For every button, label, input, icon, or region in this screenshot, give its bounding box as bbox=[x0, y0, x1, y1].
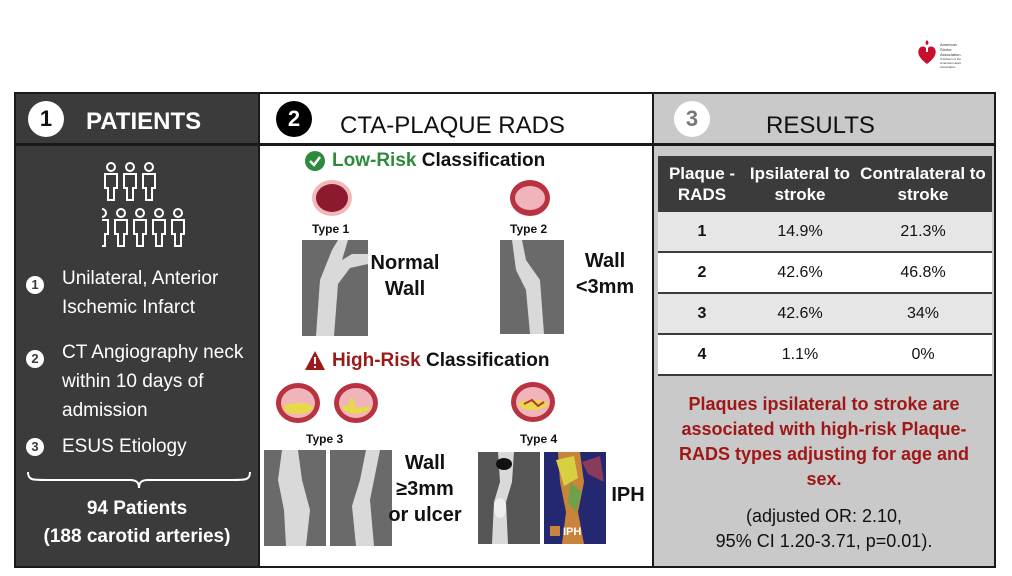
artery-scan bbox=[264, 450, 326, 546]
type3-vessel-icon bbox=[276, 383, 378, 423]
table-row: 4 1.1% 0% bbox=[658, 335, 992, 376]
low-risk-heading: Low-Risk Classification bbox=[305, 150, 546, 172]
contralateral-cell: 0% bbox=[911, 345, 935, 363]
warning-triangle-icon bbox=[305, 351, 325, 370]
table-row: 1 14.9% 21.3% bbox=[658, 212, 992, 253]
high-risk-heading: High-Risk Classification bbox=[305, 350, 550, 372]
table-row: 2 42.6% 46.8% bbox=[658, 253, 992, 294]
logo-line: Association. bbox=[940, 52, 962, 57]
classification-label: Classification bbox=[420, 350, 550, 371]
iph-legend-label: IPH bbox=[563, 526, 582, 538]
low-risk-label: Low-Risk bbox=[332, 150, 417, 171]
column-header: Ipsilateral to stroke bbox=[749, 164, 851, 204]
ipsilateral-cell: 42.6% bbox=[777, 263, 823, 281]
ipsilateral-cell: 42.6% bbox=[777, 304, 823, 322]
stats-line: 95% CI 1.20-3.71, p=0.01). bbox=[715, 531, 933, 551]
table-header-row: Plaque -RADS Ipsilateral to stroke Contr… bbox=[658, 156, 992, 212]
patients-header: 1 PATIENTS bbox=[16, 94, 258, 146]
total-patients: 94 Patients bbox=[86, 498, 188, 519]
type-description: Wall <3mm bbox=[575, 250, 635, 298]
aha-logo: American Stroke Association. A division … bbox=[916, 40, 976, 69]
plaque-rads-header: 2 CTA-PLAQUE RADS bbox=[260, 94, 652, 146]
column-header: Plaque -RADS bbox=[668, 164, 736, 204]
type4-mri-image: IPH bbox=[544, 452, 606, 544]
classification-label: Classification bbox=[416, 150, 546, 171]
criterion-text: ESUS Etiology bbox=[62, 436, 187, 457]
type-label: Type 3 bbox=[306, 432, 344, 446]
criterion-text: Unilateral, Anterior Ischemic Infarct bbox=[62, 268, 219, 318]
results-table: Plaque -RADS Ipsilateral to stroke Contr… bbox=[658, 156, 992, 376]
patients-panel: 1 PATIENTS 1 Unilateral, Anterior Ischem… bbox=[14, 92, 260, 568]
type3-cta-image-a bbox=[264, 450, 326, 546]
type3-cta-image-b bbox=[330, 450, 392, 546]
type-description: Wall ≥3mm or ulcer bbox=[388, 452, 462, 526]
criterion-text: CT Angiography neck within 10 days of ad… bbox=[62, 342, 244, 421]
plaque-rads-cell: 3 bbox=[697, 304, 707, 322]
logo-line: A division of the bbox=[940, 57, 962, 61]
table-row: 3 42.6% 34% bbox=[658, 294, 992, 335]
iph-color-swatch bbox=[550, 526, 560, 536]
step-number-badge: 3 bbox=[674, 101, 710, 137]
type-label: Type 4 bbox=[520, 432, 558, 446]
results-header: 3 RESULTS bbox=[654, 94, 994, 146]
plaque-rads-title: CTA-PLAQUE RADS bbox=[340, 112, 565, 139]
type2-cta-image bbox=[500, 240, 564, 334]
logo-line: American Heart Association bbox=[940, 61, 961, 69]
artery-scan bbox=[302, 240, 368, 336]
plaque-rads-cell: 1 bbox=[697, 222, 707, 240]
check-circle-icon bbox=[305, 151, 325, 171]
plaque-rads-cell: 4 bbox=[697, 345, 707, 363]
artery-scan bbox=[500, 240, 564, 334]
criterion-number: 3 bbox=[26, 438, 44, 456]
artery-scan bbox=[478, 452, 540, 544]
step-number-badge: 1 bbox=[28, 101, 64, 137]
curly-brace-icon bbox=[27, 471, 251, 489]
logo-line: American bbox=[940, 42, 957, 47]
type-description: IPH bbox=[611, 484, 645, 506]
criterion-number: 1 bbox=[26, 276, 44, 294]
logo-line: Stroke bbox=[940, 47, 952, 52]
type2-vessel-icon bbox=[510, 180, 550, 216]
contralateral-cell: 46.8% bbox=[900, 263, 946, 281]
type4-cta-image bbox=[478, 452, 540, 544]
column-header: Contralateral to stroke bbox=[860, 164, 986, 204]
ipsilateral-cell: 1.1% bbox=[781, 345, 819, 363]
results-title: RESULTS bbox=[766, 112, 875, 139]
contralateral-cell: 21.3% bbox=[900, 222, 946, 240]
type-description: Normal Wall bbox=[370, 252, 440, 300]
stats-line: (adjusted OR: 2.10, bbox=[745, 506, 903, 526]
results-panel: 3 RESULTS Plaque -RADS Ipsilateral to st… bbox=[652, 92, 996, 568]
type-label: Type 2 bbox=[510, 222, 548, 236]
plaque-rads-cell: 2 bbox=[697, 263, 707, 281]
people-group-icon bbox=[102, 162, 185, 247]
type1-vessel-icon bbox=[312, 180, 352, 216]
ipsilateral-cell: 14.9% bbox=[777, 222, 823, 240]
key-finding: Plaques ipsilateral to stroke are associ… bbox=[678, 394, 970, 489]
contralateral-cell: 34% bbox=[906, 304, 940, 322]
high-risk-label: High-Risk bbox=[332, 350, 421, 371]
type4-vessel-icon bbox=[511, 382, 555, 422]
type-label: Type 1 bbox=[312, 222, 350, 236]
plaque-rads-panel: 2 CTA-PLAQUE RADS Low-Risk Classificatio… bbox=[260, 92, 652, 568]
iph-legend: IPH bbox=[550, 526, 581, 538]
patients-title: PATIENTS bbox=[86, 108, 202, 135]
artery-scan bbox=[330, 450, 392, 546]
total-arteries: (188 carotid arteries) bbox=[43, 526, 231, 547]
criterion-number: 2 bbox=[26, 350, 44, 368]
heart-torch-icon bbox=[918, 40, 936, 64]
step-number-badge: 2 bbox=[276, 101, 312, 137]
type1-cta-image bbox=[302, 240, 368, 336]
